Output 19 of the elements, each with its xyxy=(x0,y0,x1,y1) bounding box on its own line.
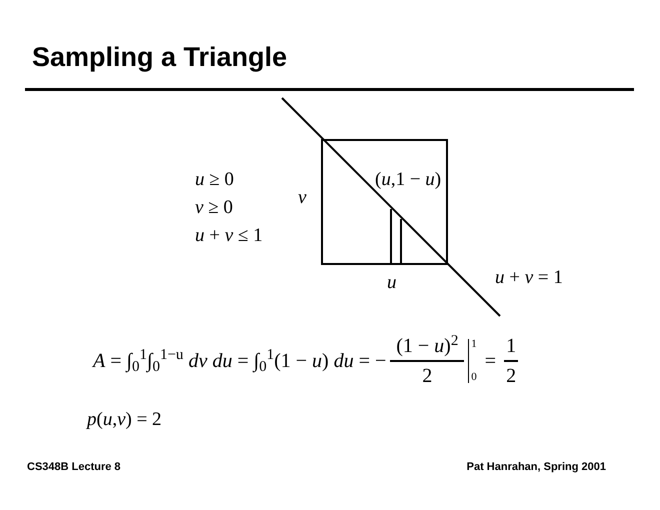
fraction-denominator: 2 xyxy=(422,364,432,386)
fraction-denominator: 2 xyxy=(506,364,516,386)
math-expression: p(u,v) = 2 xyxy=(87,409,162,430)
math-expression: v ≥ 0 xyxy=(195,197,233,218)
point-label: (u,1 − u) xyxy=(375,169,442,190)
fraction-numerator: 1 xyxy=(506,336,516,359)
area-integral: A = ∫$_{0}$$^{1}$∫$_{0}$$^{1−u}$ dv du = ∫$_{0}$$^{1}$(1 −u) du = − xyxy=(93,350,386,371)
lower-limit: 0 xyxy=(471,372,477,383)
equals-sign: = xyxy=(484,350,498,371)
math-expression: u + v ≤ 1 xyxy=(195,225,263,246)
footer-text: Pat Hanrahan, Spring 2001 xyxy=(466,461,606,473)
upper-limit: 1 xyxy=(471,338,477,350)
axis-label: v xyxy=(298,187,306,208)
slide-title: Sampling a Triangle xyxy=(32,44,288,71)
footer-text: CS348B Lecture 8 xyxy=(27,461,121,473)
axis-label: u xyxy=(387,272,396,293)
math-expression: u ≥ 0 xyxy=(195,169,234,190)
line-equation: u + v = 1 xyxy=(495,267,563,288)
fraction-numerator: (1 − u)$^{2}$ xyxy=(396,336,458,359)
